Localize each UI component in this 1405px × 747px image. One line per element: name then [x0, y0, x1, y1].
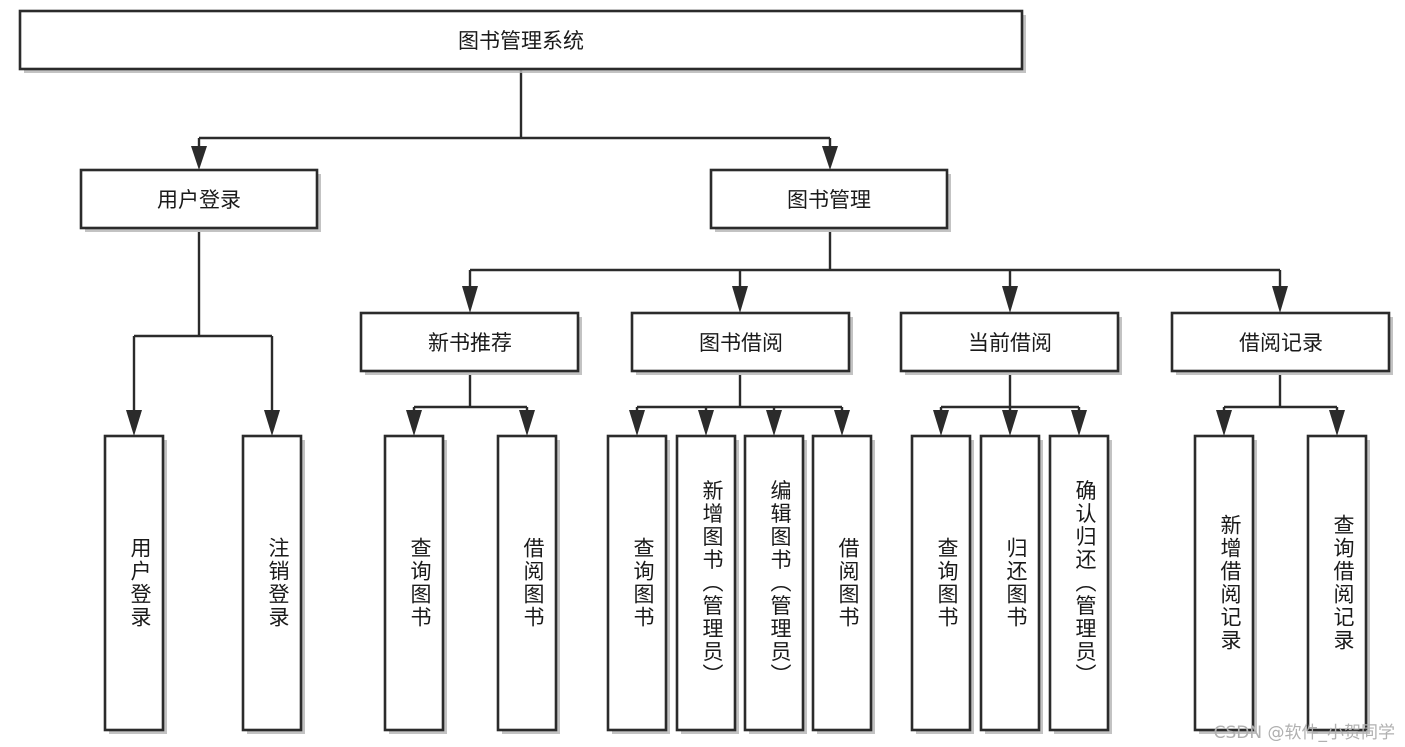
- arrow-head-book-management: [822, 146, 838, 170]
- node-leaf-query-book-1-label: 查询图书: [408, 537, 432, 629]
- node-book-management[interactable]: 图书管理: [709, 168, 951, 232]
- arrow-head-leaf-borrow-book-2: [834, 410, 850, 436]
- arrow-head-leaf-add-book: [698, 410, 714, 436]
- node-book-borrow-label: 图书借阅: [699, 331, 783, 355]
- node-leaf-return-book[interactable]: 归还图书: [979, 434, 1043, 734]
- node-leaf-edit-book-label: 编辑图书（管理员）: [768, 480, 792, 687]
- node-book-management-label: 图书管理: [787, 188, 871, 212]
- node-leaf-return-book-box[interactable]: [979, 434, 1041, 732]
- node-leaf-edit-book-box[interactable]: [743, 434, 805, 732]
- node-leaf-add-book-label: 新增图书（管理员）: [700, 480, 724, 687]
- node-root-label: 图书管理系统: [458, 29, 584, 53]
- node-leaf-query-book-1-box[interactable]: [383, 434, 445, 732]
- arrow-head-leaf-query-book-1: [406, 410, 422, 436]
- node-leaf-add-record-label: 新增借阅记录: [1218, 514, 1242, 652]
- arrow-head-user-login: [191, 146, 207, 170]
- node-leaf-borrow-book-1-box[interactable]: [496, 434, 558, 732]
- node-leaf-confirm-return[interactable]: 确认归还（管理员）: [1048, 434, 1112, 734]
- node-leaf-confirm-return-box[interactable]: [1048, 434, 1110, 732]
- node-leaf-user-login[interactable]: 用户登录: [103, 434, 167, 734]
- arrow-head-current-borrow: [1002, 286, 1018, 313]
- node-new-book-recommend-label: 新书推荐: [428, 331, 512, 355]
- node-user-login[interactable]: 用户登录: [79, 168, 321, 232]
- arrow-head-new-book-recommend: [462, 286, 478, 313]
- node-leaf-borrow-book-2-label: 借阅图书: [836, 537, 860, 629]
- node-borrow-record-label: 借阅记录: [1239, 331, 1323, 355]
- csdn-watermark: CSDN @软件_小贺同学: [1213, 723, 1395, 743]
- node-book-borrow-box[interactable]: [630, 311, 851, 373]
- arrow-head-book-borrow: [732, 286, 748, 313]
- node-current-borrow-box[interactable]: [899, 311, 1120, 373]
- arrow-head-leaf-return-book: [1002, 410, 1018, 436]
- node-book-borrow[interactable]: 图书借阅: [630, 311, 853, 375]
- node-leaf-user-login-box[interactable]: [103, 434, 165, 732]
- node-leaf-query-book-1[interactable]: 查询图书: [383, 434, 447, 734]
- node-leaf-borrow-book-2[interactable]: 借阅图书: [811, 434, 875, 734]
- connector-layer: [126, 69, 1345, 436]
- node-borrow-record-box[interactable]: [1170, 311, 1391, 373]
- arrow-head-leaf-confirm-return: [1071, 410, 1087, 436]
- arrow-head-leaf-borrow-book-1: [519, 410, 535, 436]
- node-book-management-box[interactable]: [709, 168, 949, 230]
- node-leaf-query-record-label: 查询借阅记录: [1331, 514, 1355, 652]
- node-leaf-borrow-book-1-label: 借阅图书: [521, 537, 545, 629]
- arrow-head-leaf-edit-book: [766, 410, 782, 436]
- node-leaf-query-book-2-box[interactable]: [606, 434, 668, 732]
- node-leaf-query-record[interactable]: 查询借阅记录: [1306, 434, 1370, 734]
- arrow-head-leaf-user-login: [126, 410, 142, 436]
- node-leaf-query-book-3-label: 查询图书: [935, 537, 959, 629]
- node-leaf-logout-login-label: 注销登录: [266, 537, 290, 629]
- node-current-borrow[interactable]: 当前借阅: [899, 311, 1122, 375]
- node-leaf-query-book-2-label: 查询图书: [631, 537, 655, 629]
- arrow-head-borrow-record: [1272, 286, 1288, 313]
- node-leaf-query-book-3-box[interactable]: [910, 434, 972, 732]
- node-leaf-return-book-label: 归还图书: [1004, 537, 1028, 629]
- node-leaf-add-record-box[interactable]: [1193, 434, 1255, 732]
- node-leaf-borrow-book-1[interactable]: 借阅图书: [496, 434, 560, 734]
- node-leaf-query-book-2[interactable]: 查询图书: [606, 434, 670, 734]
- node-user-login-box[interactable]: [79, 168, 319, 230]
- node-leaf-add-record[interactable]: 新增借阅记录: [1193, 434, 1257, 734]
- node-leaf-add-book[interactable]: 新增图书（管理员）: [675, 434, 739, 734]
- node-leaf-edit-book[interactable]: 编辑图书（管理员）: [743, 434, 807, 734]
- node-new-book-recommend-box[interactable]: [359, 311, 580, 373]
- node-user-login-label: 用户登录: [157, 188, 241, 212]
- arrow-head-leaf-add-record: [1216, 410, 1232, 436]
- node-leaf-borrow-book-2-box[interactable]: [811, 434, 873, 732]
- node-root-box[interactable]: [18, 9, 1024, 71]
- node-current-borrow-label: 当前借阅: [968, 331, 1052, 355]
- node-new-book-recommend[interactable]: 新书推荐: [359, 311, 582, 375]
- arrow-head-leaf-query-book-3: [933, 410, 949, 436]
- node-leaf-logout-login-box[interactable]: [241, 434, 303, 732]
- node-leaf-logout-login[interactable]: 注销登录: [241, 434, 305, 734]
- node-leaf-user-login-label: 用户登录: [128, 537, 152, 629]
- arrow-head-leaf-logout-login: [264, 410, 280, 436]
- node-leaf-add-book-box[interactable]: [675, 434, 737, 732]
- node-root[interactable]: 图书管理系统: [18, 9, 1026, 73]
- node-leaf-query-record-box[interactable]: [1306, 434, 1368, 732]
- node-borrow-record[interactable]: 借阅记录: [1170, 311, 1393, 375]
- node-leaf-query-book-3[interactable]: 查询图书: [910, 434, 974, 734]
- node-leaf-confirm-return-label: 确认归还（管理员）: [1073, 480, 1097, 687]
- arrow-head-leaf-query-book-2: [629, 410, 645, 436]
- arrow-head-leaf-query-record: [1329, 410, 1345, 436]
